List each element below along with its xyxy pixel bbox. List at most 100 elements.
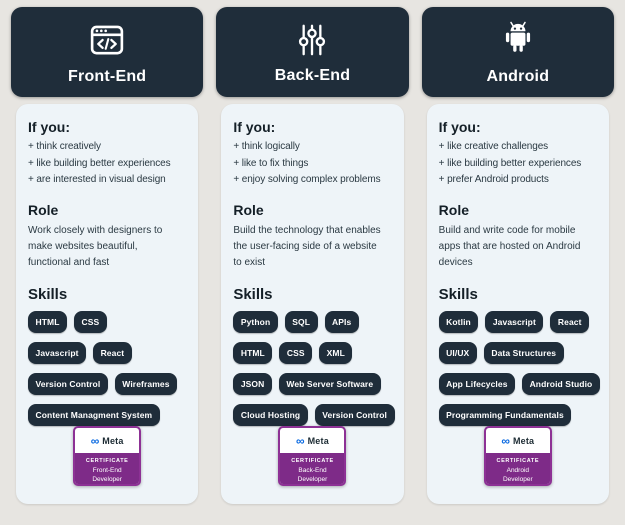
skill-chip: UI/UX <box>438 341 477 364</box>
badge-role-name: Android Developer <box>488 466 548 484</box>
front-end-title: Front-End <box>68 67 147 85</box>
column-front-end: Front-End If you: + think creatively + l… <box>11 7 204 504</box>
chip-row: UI/UX Data Structures <box>438 341 597 364</box>
chip-row: JSON Web Server Software <box>233 372 391 395</box>
if-you-item: + are interested in visual design <box>28 174 166 185</box>
browser-code-icon <box>86 19 128 61</box>
role-heading: Role <box>233 201 264 218</box>
if-you-list: + think creatively + like building bette… <box>28 140 186 187</box>
android-content-card: If you: + like creative challenges + lik… <box>426 104 609 504</box>
skill-chip: Javascript <box>485 310 544 333</box>
role-heading: Role <box>28 201 59 218</box>
badge-role-name: Front-End Developer <box>77 466 137 484</box>
if-you-item: + think logically <box>233 141 300 152</box>
skills-chips: Kotlin Javascript React UI/UX Data Struc… <box>438 310 600 426</box>
front-end-header-card: Front-End <box>11 7 204 97</box>
if-you-item: + enjoy solving complex problems <box>233 174 381 185</box>
meta-brand-text: Meta <box>307 435 329 446</box>
skill-chip: React <box>93 341 132 364</box>
skills-chips: HTML CSS Javascript React Version Contro… <box>28 310 186 426</box>
if-you-list: + think logically + like to fix things +… <box>233 140 391 187</box>
skill-chip: SQL <box>284 310 318 333</box>
android-header-card: Android <box>421 7 614 97</box>
back-end-title: Back-End <box>274 66 351 84</box>
if-you-heading: If you: <box>233 119 276 135</box>
badge-role-line2: Developer <box>502 476 533 484</box>
skill-chip: Version Control <box>28 372 108 395</box>
if-you-item: + think creatively <box>28 141 101 152</box>
skill-chip: Cloud Hosting <box>233 403 308 426</box>
chip-row: App Lifecycles Android Studio <box>438 372 600 395</box>
meta-infinity-icon: ∞ <box>501 433 510 448</box>
role-text: Work closely with designers to make webs… <box>28 224 163 268</box>
skill-chip: App Lifecycles <box>438 372 516 395</box>
chip-row: Programming Fundamentals <box>438 403 597 426</box>
skills-heading: Skills <box>233 285 273 303</box>
skill-chip: Python <box>233 310 278 333</box>
if-you-item: + like building better experiences <box>438 157 582 169</box>
skill-chip: JSON <box>233 372 272 395</box>
chip-row: Content Managment System <box>28 403 186 426</box>
chip-row: Version Control Wireframes <box>28 372 186 395</box>
skill-chip: Data Structures <box>483 341 564 364</box>
skill-chip: Wireframes <box>114 372 178 395</box>
if-you-item: + prefer Android products <box>438 174 549 185</box>
skill-chip: APIs <box>324 310 359 333</box>
sliders-icon <box>292 20 332 60</box>
badge-certificate-panel: CERTIFICATE Front-End Developer <box>75 452 140 485</box>
skills-heading: Skills <box>438 285 478 303</box>
chip-row: HTML CSS <box>28 310 186 333</box>
chip-row: Python SQL APIs <box>233 310 391 333</box>
skill-chip: Version Control <box>314 403 395 426</box>
skill-chip: Javascript <box>28 341 87 364</box>
role-text: Build the technology that enables the us… <box>233 224 381 268</box>
skill-chip: Android Studio <box>522 372 600 395</box>
role-text: Build and write code for mobile apps tha… <box>438 224 581 268</box>
if-you-item: + like creative challenges <box>438 141 549 152</box>
meta-brand-text: Meta <box>512 435 535 446</box>
if-you-item: + like building better experiences <box>28 157 171 169</box>
column-back-end: Back-End If you: + think logically + lik… <box>216 7 409 504</box>
badge-role-line2: Developer <box>92 476 122 484</box>
skill-chip: Kotlin <box>438 310 479 333</box>
badge-certificate-panel: CERTIFICATE Back-End Developer <box>280 452 345 485</box>
badge-certificate-label: CERTIFICATE <box>496 457 540 464</box>
skill-chip: HTML <box>233 341 273 364</box>
badge-certificate-label: CERTIFICATE <box>291 457 334 464</box>
if-you-heading: If you: <box>438 119 481 135</box>
android-robot-icon <box>497 19 539 61</box>
skill-chip: Web Server Software <box>278 372 381 395</box>
if-you-list: + like creative challenges + like buildi… <box>439 140 597 187</box>
skill-chip: Content Managment System <box>28 403 160 426</box>
badge-role-line1: Front-End <box>92 467 122 474</box>
meta-infinity-icon: ∞ <box>90 433 100 448</box>
skills-heading: Skills <box>28 285 68 303</box>
skills-chips: Python SQL APIs HTML CSS XML JSON Web Se… <box>233 310 395 426</box>
meta-logo: ∞ Meta <box>486 428 550 453</box>
skill-chip: Programming Fundamentals <box>438 403 572 426</box>
meta-certificate-badge: ∞ Meta CERTIFICATE Front-End Developer <box>73 425 142 486</box>
career-paths-board: Front-End If you: + think creatively + l… <box>11 7 614 504</box>
skill-chip: React <box>550 310 590 333</box>
front-end-content-card: If you: + think creatively + like buildi… <box>16 104 199 504</box>
if-you-item: + like to fix things <box>233 157 309 169</box>
chip-row: Kotlin Javascript React <box>438 310 597 333</box>
badge-role-line1: Android <box>506 467 530 474</box>
meta-certificate-badge: ∞ Meta CERTIFICATE Back-End Developer <box>278 425 347 486</box>
badge-role-line2: Developer <box>297 476 328 484</box>
chip-row: Javascript React <box>28 341 186 364</box>
meta-infinity-icon: ∞ <box>296 433 305 448</box>
meta-certificate-badge: ∞ Meta CERTIFICATE Android Developer <box>483 425 552 486</box>
skill-chip: HTML <box>28 310 68 333</box>
meta-brand-text: Meta <box>102 435 124 446</box>
badge-role-line1: Back-End <box>298 467 327 474</box>
android-title: Android <box>486 67 550 85</box>
meta-logo: ∞ Meta <box>75 428 139 453</box>
back-end-header-card: Back-End <box>216 7 409 97</box>
badge-certificate-panel: CERTIFICATE Android Developer <box>485 452 550 485</box>
badge-certificate-label: CERTIFICATE <box>85 457 129 464</box>
back-end-content-card: If you: + think logically + like to fix … <box>221 104 404 504</box>
skill-chip: XML <box>319 341 353 364</box>
column-android: Android If you: + like creative challeng… <box>421 7 614 504</box>
if-you-heading: If you: <box>28 119 70 135</box>
